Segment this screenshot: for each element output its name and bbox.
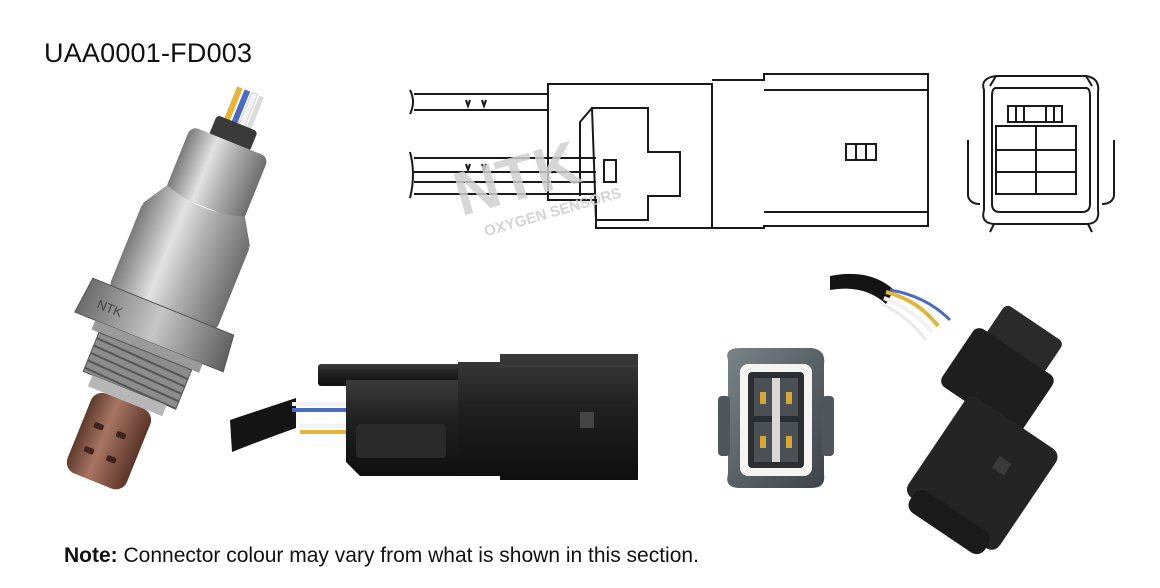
part-number-title: UAA0001-FD003: [44, 38, 253, 68]
connector-colour-note: Note: Connector colour may vary from wha…: [64, 544, 699, 568]
note-text: Connector colour may vary from what is s…: [117, 544, 699, 567]
note-label: Note:: [64, 544, 118, 567]
